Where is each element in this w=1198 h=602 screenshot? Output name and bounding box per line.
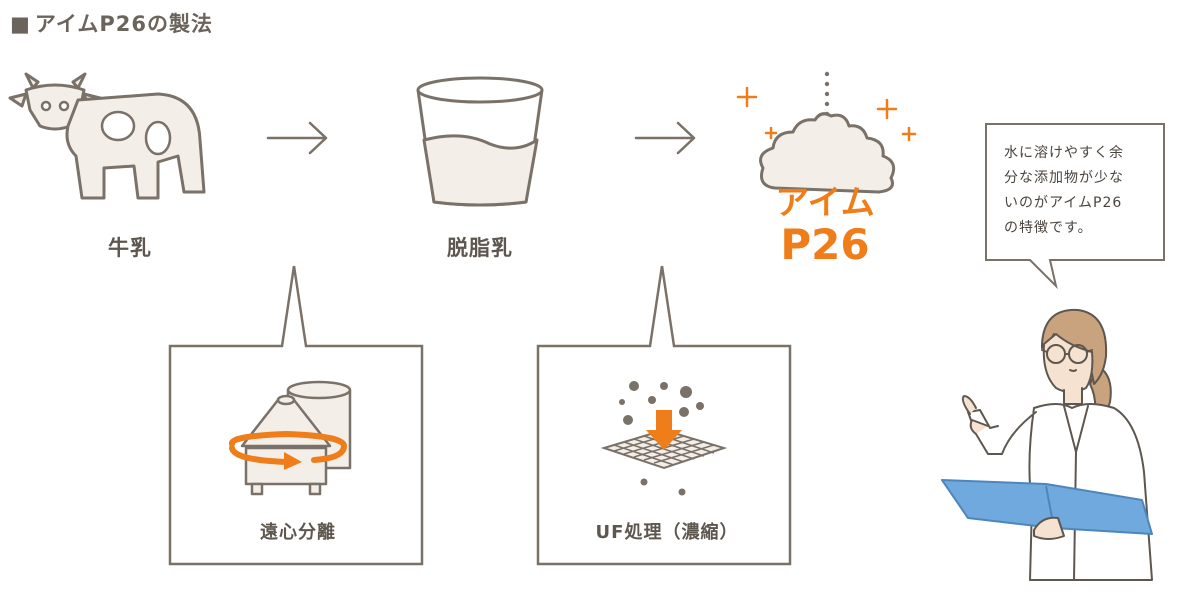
heading-square-icon: ■ — [10, 12, 31, 36]
powder-icon — [736, 71, 917, 194]
cow-icon — [8, 72, 206, 200]
speech-bubble-text: 水に溶けやすく余 分な添加物が少な いのがアイムP26 の特徴です。 — [1004, 145, 1124, 236]
speech-bubble — [985, 123, 1165, 290]
product-name-line2: P26 — [780, 220, 870, 269]
step-label-milk: 牛乳 — [108, 236, 152, 260]
filter-mesh-icon — [600, 381, 728, 496]
step-label-skim-milk: 脱脂乳 — [447, 236, 513, 260]
arrow-right-icon — [266, 121, 328, 155]
milk-glass-icon — [416, 76, 544, 207]
centrifuge-icon — [229, 380, 352, 496]
page-title: ■アイムP26の製法 — [10, 8, 213, 38]
product-name-line1: アイム — [775, 183, 875, 223]
arrow-right-icon — [634, 121, 696, 155]
process-label-centrifuge: 遠心分離 — [260, 522, 336, 543]
heading-text: アイムP26の製法 — [34, 12, 213, 36]
process-label-filter: UF処理（濃縮） — [595, 522, 739, 543]
scientist-icon — [941, 308, 1153, 581]
